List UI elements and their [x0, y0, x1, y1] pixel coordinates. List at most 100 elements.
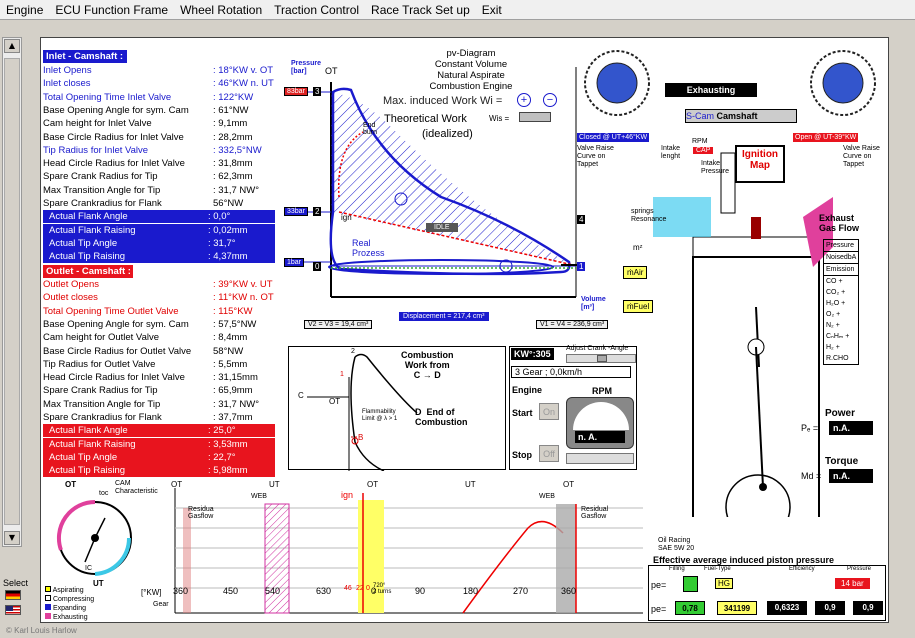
slider-thumb[interactable] — [597, 355, 607, 362]
v2-v3-readout: V2 = V3 = 19,4 cm³ — [304, 320, 373, 329]
pv-point-4: 4 — [577, 215, 586, 224]
ign-mark-label: 0 — [366, 585, 370, 592]
scroll-thumb[interactable] — [4, 58, 20, 525]
scroll-up-icon[interactable]: ▲ — [4, 39, 20, 53]
col-pressure-label: Pressure — [847, 566, 872, 572]
timing-tick-label: 180 — [463, 586, 479, 596]
outlet-actual-label: Actual Flank Angle — [49, 425, 128, 437]
gear-speed-readout: 3 Gear ; 0,0km/h — [511, 366, 631, 378]
outlet-row-label: Cam height for Outlet Valve — [43, 332, 159, 344]
outlet-actual-value: : 22,7° — [208, 451, 236, 463]
pv-real-curve — [329, 87, 571, 276]
outlet-row-value: : 37,7mm — [213, 412, 253, 423]
us-flag-icon[interactable] — [5, 605, 21, 615]
menu-exit[interactable]: Exit — [481, 2, 502, 17]
stop-off-button[interactable]: Off — [539, 445, 559, 462]
inlet-closed-badge: Closed @ UT+46°KW — [577, 133, 650, 142]
outlet-actual-label: Actual Tip Angle — [49, 451, 118, 463]
efficiency-value: 0,6323 — [767, 601, 807, 615]
outlet-actual-row: Actual Tip Raising : 5,98mm — [43, 464, 275, 478]
outlet-row: Outlet Opens: 39°KW v. UT — [43, 278, 277, 291]
inlet-row-label: Base Opening Angle for sym. Cam — [43, 104, 189, 116]
inlet-row: Max Transition Angle for Tip: 31,7 NW° — [43, 184, 277, 197]
rpm-slider[interactable] — [566, 453, 634, 464]
intake-pressure-label: Intake Pressure — [701, 160, 730, 175]
rpm-value: n. A. — [575, 431, 625, 443]
menu-traction-control[interactable]: Traction Control — [274, 2, 360, 17]
inlet-row-value: : 28,2mm — [213, 131, 253, 143]
camshaft-selector[interactable]: S-Cam Camshaft — [685, 109, 797, 123]
outlet-row-value: 58°NW — [213, 345, 244, 357]
inlet-row-value: : 122°KW — [213, 91, 254, 103]
displacement-readout: Displacement = 217,4 cm³ — [399, 312, 489, 321]
cam-characteristic-label: CAM Characteristic — [115, 480, 158, 495]
outlet-row-label: Base Opening Angle for sym. Cam — [43, 318, 189, 330]
col-efficiency-label: Efficiency — [789, 566, 815, 572]
crank-angle-slider[interactable] — [566, 354, 636, 363]
inlet-camshaft-title: Inlet - Camshaft : — [43, 50, 127, 63]
menu-ecu-function-frame[interactable]: ECU Function Frame — [55, 2, 169, 17]
piston-pressure-formula: Filling Fuel-Type Efficiency Pressure pe… — [648, 565, 886, 621]
inlet-row-value: 56°NW — [213, 198, 244, 209]
outlet-actual-value: : 5,98mm — [208, 465, 248, 477]
pv-pressure-axis-label: Pressure [bar] — [291, 60, 321, 75]
plus-circle-icon — [394, 192, 408, 206]
menu-bar: Engine ECU Function Frame Wheel Rotation… — [0, 0, 915, 20]
emission-item: CₙHₘ + — [826, 333, 850, 340]
german-flag-icon[interactable] — [5, 590, 21, 600]
ignition-map-button[interactable]: Ignition Map — [735, 145, 785, 183]
pv-point-1: 1 — [577, 262, 586, 271]
inlet-row-value: : 18°KW v. OT — [213, 65, 274, 76]
outlet-row: Spare Crank Radius for Tip: 65,9mm — [43, 384, 277, 397]
outlet-row-label: Outlet Opens — [43, 279, 99, 290]
timing-tick-label: 540 — [265, 586, 281, 596]
outlet-actual-value: : 25,0° — [208, 425, 236, 437]
minus-button[interactable]: − — [543, 93, 557, 107]
s-cam-radio[interactable]: S-Cam — [686, 111, 715, 121]
menu-race-track-setup[interactable]: Race Track Set up — [371, 2, 470, 17]
inlet-row-value: : 61°NW — [213, 104, 249, 116]
menu-engine[interactable]: Engine — [6, 2, 44, 17]
outlet-row-label: Spare Crankradius for Flank — [43, 412, 162, 423]
menu-wheel-rotation[interactable]: Wheel Rotation — [180, 2, 263, 17]
pv-ign-label: ign — [341, 213, 352, 222]
ign-mark-label: 22 — [356, 585, 364, 592]
vertical-scrollbar[interactable]: ▲ ▼ — [2, 37, 22, 547]
combustion-point-2: 2 — [351, 348, 355, 355]
combustion-panel: Combustion Work from C → D C OT D End of… — [288, 346, 506, 471]
inlet-row-label: Base Circle Radius for Inlet Valve — [43, 131, 184, 143]
pv-point-0: 0 — [313, 262, 322, 271]
outlet-actual-label: Actual Tip Raising — [49, 465, 126, 477]
start-on-button[interactable]: On — [539, 403, 559, 420]
inlet-actual-label: Actual Flank Raising — [49, 224, 136, 236]
torque-value: n.A. — [829, 469, 873, 483]
combustion-ot-label: OT — [329, 397, 341, 406]
rpm-small-label: RPM — [692, 138, 708, 145]
pe-label-2: pe= — [651, 604, 667, 614]
torque-label: Torque — [825, 456, 859, 467]
plus-button[interactable]: + — [517, 93, 531, 107]
mz-label: mᶻ — [633, 243, 643, 252]
pv-end-burn-label: End burn — [363, 122, 378, 136]
emission-item: O₂ + — [826, 311, 841, 318]
emission-item: CO₂ + — [826, 289, 846, 296]
outlet-row: Max Transition Angle for Tip: 31,7 NW° — [43, 398, 277, 411]
inlet-actual-row: Actual Tip Raising: 4,37mm — [43, 250, 275, 264]
inlet-row-label: Cam height for Inlet Valve — [43, 118, 152, 130]
timing-toc-label: toc — [99, 490, 109, 497]
hg-badge: HG — [715, 578, 733, 589]
efficiency-3-value: 0,9 — [853, 601, 883, 615]
scroll-down-icon[interactable]: ▼ — [4, 531, 20, 545]
inlet-row-label: Head Circle Radius for Inlet Valve — [43, 158, 185, 170]
inlet-actual-value: : 31,7° — [208, 237, 236, 249]
oil-label: Oil Racing SAE 5W 20 — [658, 537, 695, 552]
outlet-row-label: Max Transition Angle for Tip — [43, 398, 161, 410]
inlet-row-label: Max Transition Angle for Tip — [43, 184, 161, 196]
inlet-actual-row: Actual Flank Raising: 0,02mm — [43, 223, 275, 237]
inlet-actual-label: Actual Tip Angle — [49, 237, 118, 249]
outlet-row-value: : 57,5°NW — [213, 318, 257, 330]
